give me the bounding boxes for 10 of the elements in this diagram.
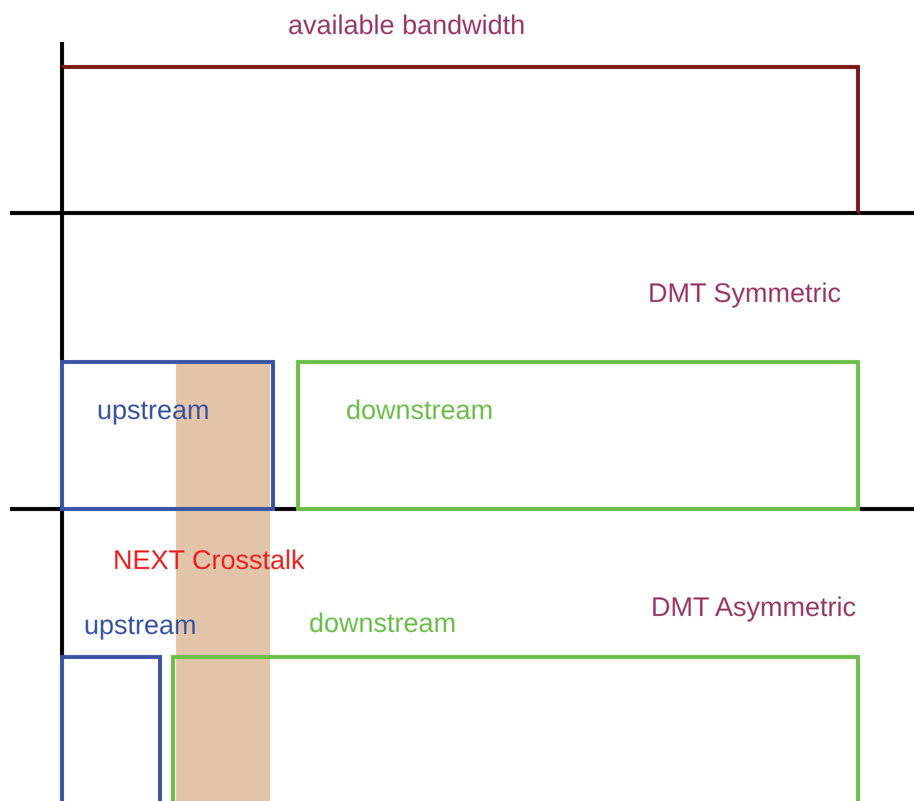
band-label: downstream xyxy=(309,610,456,637)
crosstalk-label: NEXT Crosstalk xyxy=(113,547,305,574)
band-label: upstream xyxy=(97,397,210,424)
section-label: DMT Symmetric xyxy=(648,280,841,307)
band-label: downstream xyxy=(346,397,494,424)
band-box xyxy=(296,360,860,511)
band-box xyxy=(60,360,275,511)
section-label: DMT Asymmetric xyxy=(651,594,856,621)
band-label: available bandwidth xyxy=(288,12,526,39)
band-label: upstream xyxy=(84,612,197,639)
